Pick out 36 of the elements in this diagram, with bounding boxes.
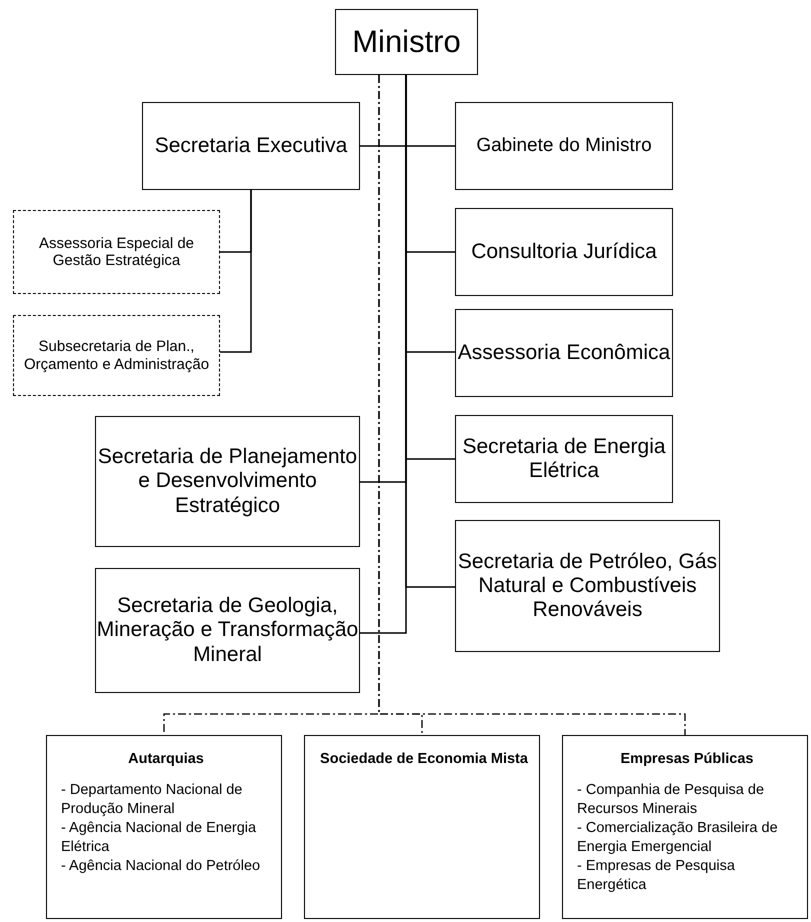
unit-box: [455, 415, 673, 503]
unit-name: Assessoria Especial de Gestão Estratégica: [38, 234, 196, 270]
unit-name: Ministro: [352, 24, 461, 60]
entity-heading: Autarquias: [127, 750, 205, 769]
entity-box: [46, 735, 282, 919]
entity-item: - Agência Nacional do Petróleo: [61, 857, 262, 876]
unit-name: Secretaria de Planejamento e Desenvolvimento Estratégico: [96, 445, 358, 518]
unit-box: [95, 568, 360, 693]
entity-item: - Departamento Nacional de Produção Mineral: [61, 781, 244, 819]
unit-box: [13, 210, 220, 294]
entity-item: - Empresas de Pesquisa Energética: [577, 857, 736, 895]
unit-name: Secretaria Executiva: [154, 134, 348, 158]
connector-line: [220, 190, 252, 353]
unit-name: Secretaria de Geologia, Mineração e Transformação Mineral: [96, 594, 359, 667]
unit-name: Assessoria Econômica: [458, 340, 670, 366]
unit-name: Secretaria de Energia Elétrica: [461, 434, 667, 484]
unit-box: [455, 520, 720, 652]
unit-box: [455, 309, 673, 397]
unit-name: Gabinete do Ministro: [476, 135, 652, 157]
entity-item: - Companhia de Pesquisa de Recursos Minerais: [577, 781, 766, 819]
title-box: [335, 9, 478, 75]
entity-heading: Sociedade de Economia Mista: [319, 750, 529, 769]
unit-box: [95, 416, 360, 547]
unit-box: [455, 208, 673, 296]
entity-box: [562, 735, 808, 919]
unit-name: Subsecretaria de Plan., Orçamento e Administração: [22, 338, 210, 373]
entity-item: - Comercialização Brasileira de Energia Emergencial: [577, 819, 779, 857]
entity-item: - Agência Nacional de Energia Elétrica: [61, 819, 258, 857]
dash-dot-connector: [378, 75, 686, 735]
unit-box: [455, 102, 673, 190]
unit-box: [13, 315, 220, 396]
unit-name: Consultoria Jurídica: [471, 240, 657, 264]
entity-heading: Empresas Públicas: [620, 750, 754, 769]
unit-box: [142, 102, 360, 190]
entity-box: [304, 735, 540, 919]
unit-name: Secretaria de Petróleo, Gás Natural e Combustíveis Renováveis: [456, 550, 718, 622]
